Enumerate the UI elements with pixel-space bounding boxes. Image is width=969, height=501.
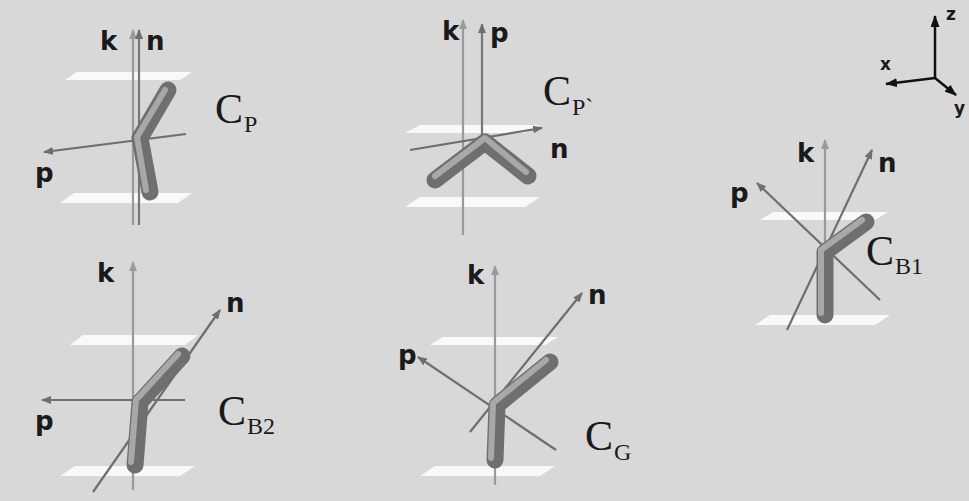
vector-label: k — [100, 28, 117, 54]
configuration-subscript: B1 — [895, 254, 923, 278]
vector-label: k — [467, 262, 484, 288]
configuration-subscript: B2 — [247, 414, 275, 438]
vector-label: k — [797, 140, 814, 166]
vector-label: p — [490, 20, 509, 46]
configuration-label: C — [218, 390, 246, 432]
axis-triad — [886, 16, 956, 95]
vector-label: n — [588, 282, 607, 308]
vector-label: n — [146, 28, 165, 54]
configuration-subscript: G — [614, 440, 631, 464]
configuration-label: C — [543, 70, 571, 112]
configuration-label: C — [866, 230, 894, 272]
vector-label: n — [550, 136, 569, 162]
vector-label: k — [442, 18, 459, 44]
vector-label: p — [730, 180, 749, 206]
configuration-label: C — [585, 415, 613, 457]
configuration-subscript: P — [244, 112, 257, 136]
vector-label: n — [878, 150, 897, 176]
tube-molecules — [131, 90, 866, 465]
plane-sheets — [60, 72, 890, 476]
axis-label: z — [946, 6, 956, 23]
axis-label: x — [880, 56, 891, 73]
vector-label: n — [226, 290, 245, 316]
vector-label: k — [97, 260, 114, 286]
axis-label: y — [954, 100, 965, 117]
vector-label: p — [398, 342, 417, 368]
configuration-subscript: P` — [572, 95, 593, 119]
configuration-label: C — [215, 88, 243, 130]
vector-arrows — [42, 20, 880, 492]
vector-label: p — [35, 408, 54, 434]
vector-label: p — [35, 160, 54, 186]
